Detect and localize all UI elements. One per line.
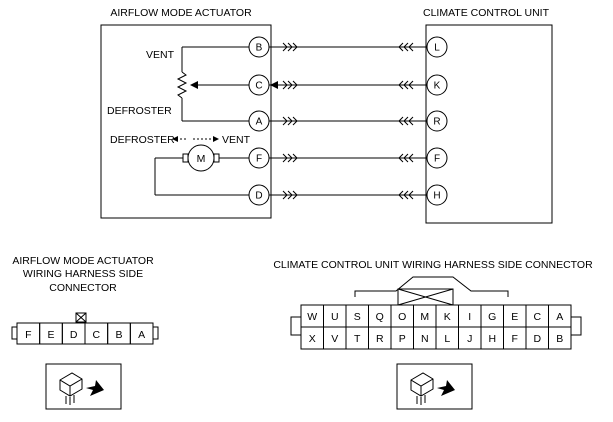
ccu-connector-pin-label: T <box>354 333 361 345</box>
ccu-connector-pin-label: V <box>331 333 338 345</box>
ccu-pin <box>426 36 448 58</box>
ccu-connector-pin-label: Q <box>376 311 384 323</box>
ccu-pin <box>426 74 448 96</box>
ccu-box <box>425 24 553 224</box>
ccu-pin-label: H <box>433 191 440 202</box>
actuator-pin <box>248 36 270 58</box>
ccu-connector-title: CLIMATE CONTROL UNIT WIRING HARNESS SIDE… <box>273 259 593 271</box>
ccu-connector: W U S Q O M K I G E C A X V T R P N L J H F D B <box>290 276 582 350</box>
ccu-connector-pin-label: I <box>468 311 471 323</box>
ccu-connector-pin-label: C <box>533 311 541 323</box>
actuator-pin-label: B <box>256 43 263 54</box>
ccu-connector-pin-label: R <box>376 333 384 345</box>
potentiometer <box>176 46 258 122</box>
motor-label: M <box>197 153 206 165</box>
ccu-connector-pin-label: J <box>467 333 472 345</box>
actuator-connector-pin-label: C <box>93 329 101 341</box>
actuator-connector-title-3: CONNECTOR <box>49 282 117 294</box>
actuator-connector-title-2: WIRING HARNESS SIDE <box>23 268 143 280</box>
wire-group: B L C K A R F F D H <box>248 36 448 206</box>
arrow-right-icon <box>213 136 219 142</box>
ccu-pin-label: F <box>434 154 440 165</box>
wiper-arrow-icon <box>190 81 198 89</box>
ccu-connector-pin-label: E <box>511 311 518 323</box>
defroster-label: DEFROSTER <box>107 105 172 117</box>
ccu-connector-pin-label: B <box>556 333 563 345</box>
ccu-connector-pin-label: N <box>421 333 429 345</box>
ccu-connector-pin-label: U <box>331 311 339 323</box>
ccu-connector-cell <box>548 326 572 350</box>
vent-label: VENT <box>146 49 175 61</box>
actuator-connector-cell <box>129 322 154 345</box>
actuator-pin-label: F <box>256 154 262 165</box>
connector-view-icon-left <box>45 363 122 410</box>
ccu-connector-pin-label: L <box>444 333 450 345</box>
ccu-pin-label: R <box>433 117 440 128</box>
ccu-pin <box>426 184 448 206</box>
actuator-connector-title-1: AIRFLOW MODE ACTUATOR <box>12 255 154 267</box>
ccu-connector-pin-label: P <box>399 333 406 345</box>
ccu-pin-label: K <box>434 81 441 92</box>
ccu-connector-pin-label: K <box>444 311 451 323</box>
ccu-pin <box>426 147 448 169</box>
ccu-connector-pin-label: D <box>533 333 541 345</box>
ccu-title: CLIMATE CONTROL UNIT <box>423 7 550 19</box>
actuator-pin-label: D <box>255 191 262 202</box>
ccu-connector-pin-label: M <box>420 311 429 323</box>
ccu-connector-pin-label: W <box>307 311 317 323</box>
signal-arrow-icon <box>270 81 278 89</box>
actuator-pin-label: A <box>256 117 263 128</box>
actuator-pin <box>248 184 270 206</box>
ccu-connector-pin-label: O <box>398 311 406 323</box>
actuator-title: AIRFLOW MODE ACTUATOR <box>110 7 252 19</box>
actuator-connector-pin-label: F <box>25 329 31 341</box>
actuator-pin <box>248 110 270 132</box>
ccu-connector-pin-label: X <box>309 333 316 345</box>
actuator-connector-pin-label: B <box>115 329 122 341</box>
connector-view-icon-right <box>396 363 473 410</box>
direction-left-label: DEFROSTER <box>110 134 175 146</box>
actuator-connector-pin-label: E <box>47 329 54 341</box>
ccu-pin <box>426 110 448 132</box>
direction-right-label: VENT <box>222 134 251 146</box>
ccu-pin-label: L <box>434 43 440 54</box>
ccu-connector-pin-label: H <box>488 333 496 345</box>
arrow-left-icon <box>172 136 178 142</box>
actuator-pin <box>248 74 270 96</box>
ccu-connector-pin-label: F <box>512 333 518 345</box>
ccu-connector-pin-label: A <box>556 311 563 323</box>
actuator-pin <box>248 147 270 169</box>
ccu-connector-pin-label: S <box>354 311 361 323</box>
actuator-connector-pin-label: D <box>70 329 78 341</box>
actuator-connector-pin-label: A <box>138 329 145 341</box>
ccu-connector-pin-label: G <box>488 311 496 323</box>
motor: M <box>154 144 258 196</box>
actuator-pin-label: C <box>255 81 262 92</box>
